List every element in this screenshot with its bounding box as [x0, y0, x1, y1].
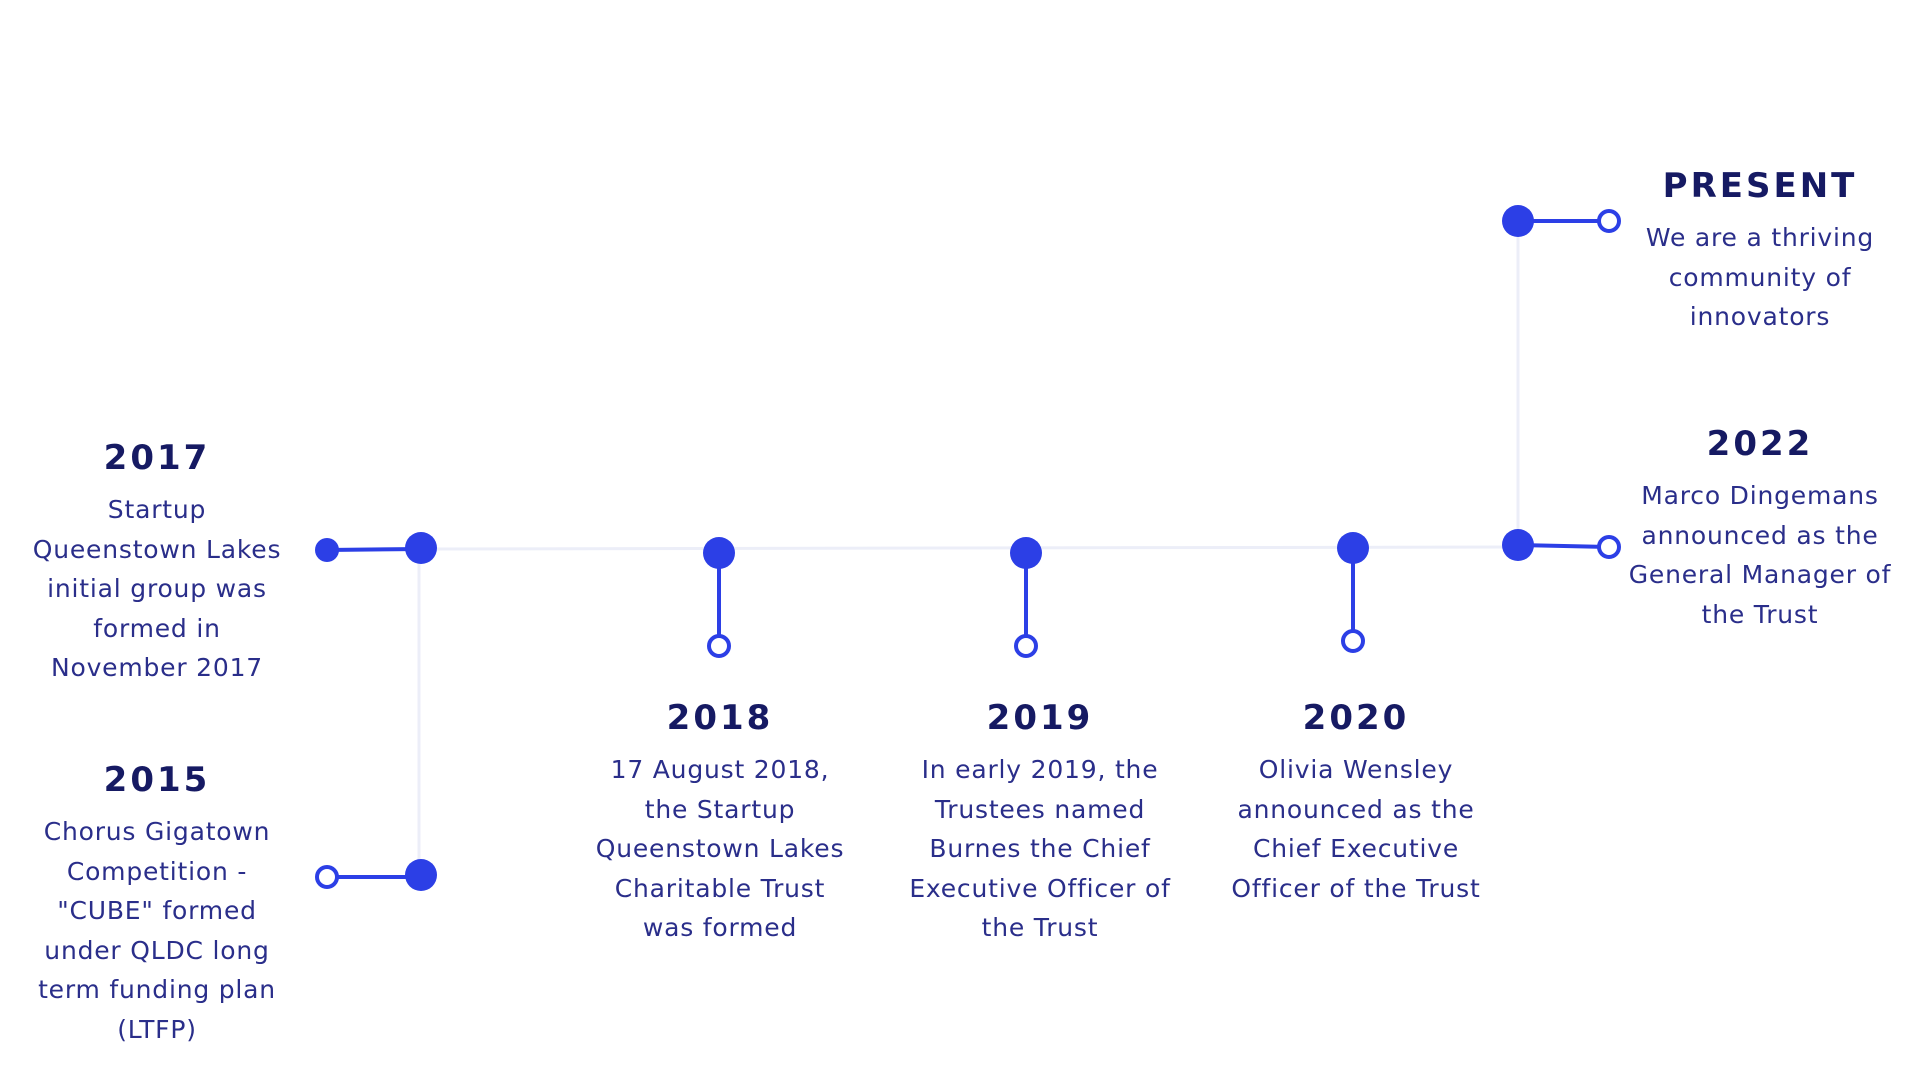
- event-2015: 2015 Chorus Gigatown Competition - "CUBE…: [22, 760, 292, 1049]
- marker-2017-dot: [405, 532, 437, 564]
- marker-2020-ring: [1341, 629, 1365, 653]
- marker-2018: [703, 537, 735, 658]
- event-year: PRESENT: [1662, 166, 1858, 206]
- marker-2017-small-dot: [315, 538, 339, 562]
- event-description: In early 2019, the Trustees named Burnes…: [909, 755, 1171, 942]
- marker-2018-ring: [707, 634, 731, 658]
- event-description: Startup Queenstown Lakes initial group w…: [32, 495, 282, 682]
- marker-present-ring: [1597, 209, 1621, 233]
- event-description: Olivia Wensley announced as the Chief Ex…: [1231, 755, 1481, 903]
- event-year: 2019: [986, 698, 1094, 738]
- marker-2018-dot: [703, 537, 735, 569]
- event-2022: 2022 Marco Dingemans announced as the Ge…: [1620, 424, 1900, 634]
- marker-2017: [315, 532, 437, 564]
- marker-2019: [1010, 537, 1042, 658]
- event-2020: 2020 Olivia Wensley announced as the Chi…: [1221, 698, 1491, 908]
- marker-2020-dot: [1337, 532, 1369, 564]
- timeline-track: [421, 545, 1519, 551]
- marker-2019-ring: [1014, 634, 1038, 658]
- event-year: 2022: [1706, 424, 1814, 464]
- marker-2015: [315, 859, 437, 891]
- marker-2015-ring: [315, 865, 339, 889]
- event-description: Marco Dingemans announced as the General…: [1628, 481, 1892, 629]
- event-year: 2017: [103, 438, 211, 478]
- event-2018: 2018 17 August 2018, the Startup Queenst…: [585, 698, 855, 948]
- marker-present-dot: [1502, 205, 1534, 237]
- event-year: 2018: [666, 698, 774, 738]
- marker-present: [1502, 205, 1621, 237]
- event-description: Chorus Gigatown Competition - "CUBE" for…: [38, 817, 276, 1044]
- marker-2022-ring: [1597, 535, 1621, 559]
- marker-2022-dot: [1502, 529, 1534, 561]
- marker-2019-dot: [1010, 537, 1042, 569]
- marker-2020: [1337, 532, 1369, 653]
- event-description: 17 August 2018, the Startup Queenstown L…: [595, 755, 845, 942]
- event-2019: 2019 In early 2019, the Trustees named B…: [905, 698, 1175, 948]
- event-year: 2015: [103, 760, 211, 800]
- event-description: We are a thriving community of innovator…: [1645, 223, 1875, 331]
- event-year: 2020: [1302, 698, 1410, 738]
- event-present: PRESENT We are a thriving community of i…: [1640, 166, 1880, 337]
- event-2017: 2017 Startup Queenstown Lakes initial gr…: [22, 438, 292, 688]
- marker-2022: [1502, 529, 1621, 561]
- marker-2015-dot: [405, 859, 437, 891]
